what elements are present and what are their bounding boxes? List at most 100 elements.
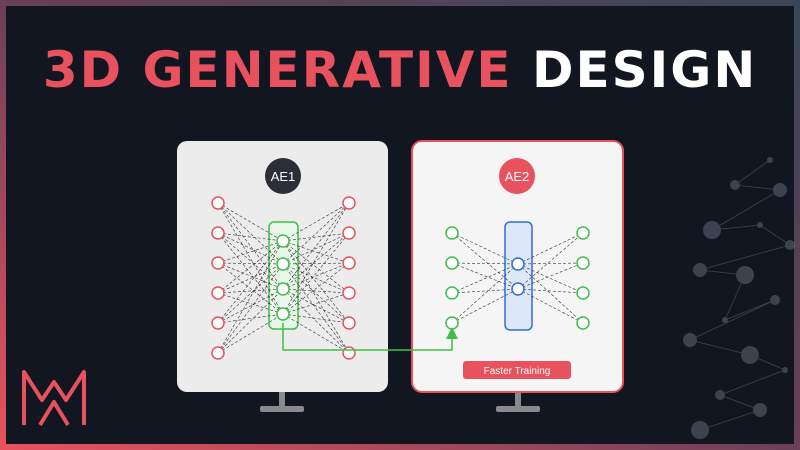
encoder-connection [217,232,284,290]
encoder-connection [217,288,284,354]
input-node [211,286,225,300]
constellation-line [719,369,786,396]
latent-node [511,282,525,296]
output-node [576,286,590,300]
constellation-dot [753,403,767,417]
encoder-connection [217,232,284,315]
constellation-line [749,354,786,371]
ae2-network [445,221,590,331]
decoder-connection [282,232,350,315]
decoder-connection [517,232,584,265]
ae2-label: AE2 [505,169,530,184]
decoder-connection [517,262,584,265]
decoder-connection [517,288,584,324]
latent-node [511,257,525,271]
constellation-line [759,224,791,246]
decoder-connection [282,263,350,354]
decoder-connection [282,313,350,324]
decoder-connection [282,240,350,354]
faster-training-tag [463,361,571,379]
output-node [342,316,356,330]
constellation-line [689,299,776,341]
latent-node [276,257,290,271]
constellation-line [719,394,761,411]
encoder-connection [217,240,284,294]
monitor-stand-ae2 [496,390,540,412]
constellation-line [724,299,776,321]
constellation-line [689,339,751,356]
constellation-dot [767,157,773,163]
faster-training-label: Faster Training [484,366,551,377]
output-node [576,226,590,240]
constellation-dot [785,240,795,250]
encoder-connection [217,232,284,265]
encoder-connection [451,288,519,324]
constellation-dot [703,221,721,239]
latent-layer-box [504,221,533,331]
output-node [342,196,356,210]
encoder-connection [451,262,519,290]
decoder-connection [282,202,350,242]
brand-logo-icon [22,370,86,427]
output-node [576,316,590,330]
title-plain: DESIGN [532,41,758,99]
constellation-decoration [683,157,795,439]
encoder-connection [217,263,284,294]
decoder-connection [282,292,350,315]
encoder-connection [217,240,284,324]
constellation-dot [736,266,754,284]
latent-transfer-arrow [282,323,458,351]
decoder-connection [282,202,350,290]
input-node [445,226,459,240]
encoder-connection [217,313,284,354]
decoder-connection [282,288,350,294]
decoder-connection [282,288,350,354]
encoder-connection [217,202,284,290]
decoder-connection [282,240,350,324]
ae1-badge [265,158,301,194]
decoder-connection [517,232,584,290]
decoder-connection [282,202,350,315]
decoder-connection [517,288,584,294]
constellation-dot [741,346,759,364]
encoder-connection [217,232,284,242]
encoder-connection [451,232,519,290]
decoder-connection [282,240,350,294]
constellation-dot [770,295,780,305]
constellation-line [734,159,771,186]
constellation-dot [757,222,763,228]
output-node [342,256,356,270]
decoder-connection [282,262,350,265]
encoder-connection [451,262,519,265]
encoder-connection [217,240,284,354]
constellation-dot [730,180,740,190]
input-node [211,256,225,270]
encoder-connection [217,288,284,324]
decoder-connection [517,262,584,290]
decoder-connection [282,263,350,294]
constellation-dot [693,263,707,277]
input-node [445,256,459,270]
decoder-connection [282,232,350,290]
ae1-label: AE1 [271,169,296,184]
constellation-line [724,274,746,321]
output-node [342,346,356,360]
encoder-connection [217,262,284,265]
encoder-connection [217,262,284,290]
output-node [342,286,356,300]
constellation-line [711,189,781,231]
constellation-line [711,224,761,231]
ae2-badge [499,158,535,194]
constellation-line [734,184,781,191]
encoder-connection [217,292,284,315]
constellation-dot [683,333,697,347]
constellation-line [699,269,746,276]
constellation-dot [691,421,709,439]
page-title: 3D GENERATIVE DESIGN [0,40,800,100]
latent-node [276,307,290,321]
decoder-connection [282,240,350,264]
input-node [445,316,459,330]
